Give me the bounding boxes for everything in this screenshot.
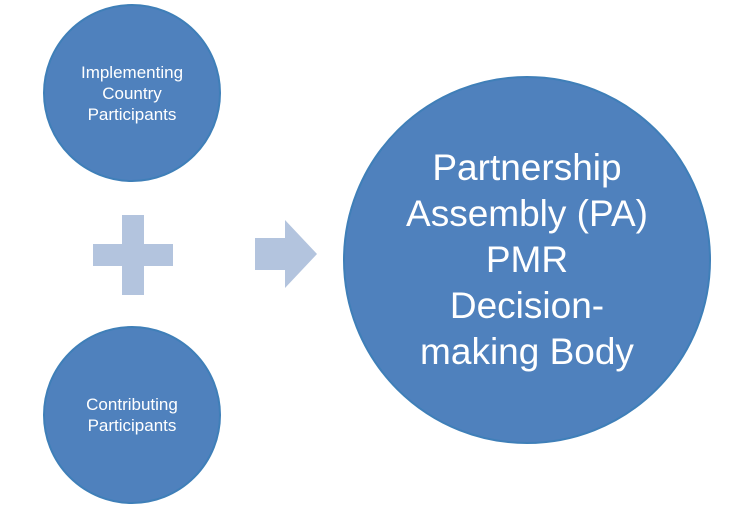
implementing-country-participants-node: Implementing Country Participants (43, 4, 221, 182)
right-arrow-icon (255, 220, 317, 288)
implementing-country-participants-label: Implementing Country Participants (80, 62, 184, 124)
contributing-participants-label: Contributing Participants (86, 395, 178, 435)
partnership-assembly-node: Partnership Assembly (PA) PMR Decision- … (343, 76, 711, 444)
contributing-participants-node: Contributing Participants (43, 326, 221, 504)
partnership-assembly-label: Partnership Assembly (PA) PMR Decision- … (406, 147, 648, 372)
plus-icon-horizontal-bar (93, 244, 173, 266)
right-arrow-shape (255, 220, 317, 288)
plus-icon (93, 215, 173, 295)
